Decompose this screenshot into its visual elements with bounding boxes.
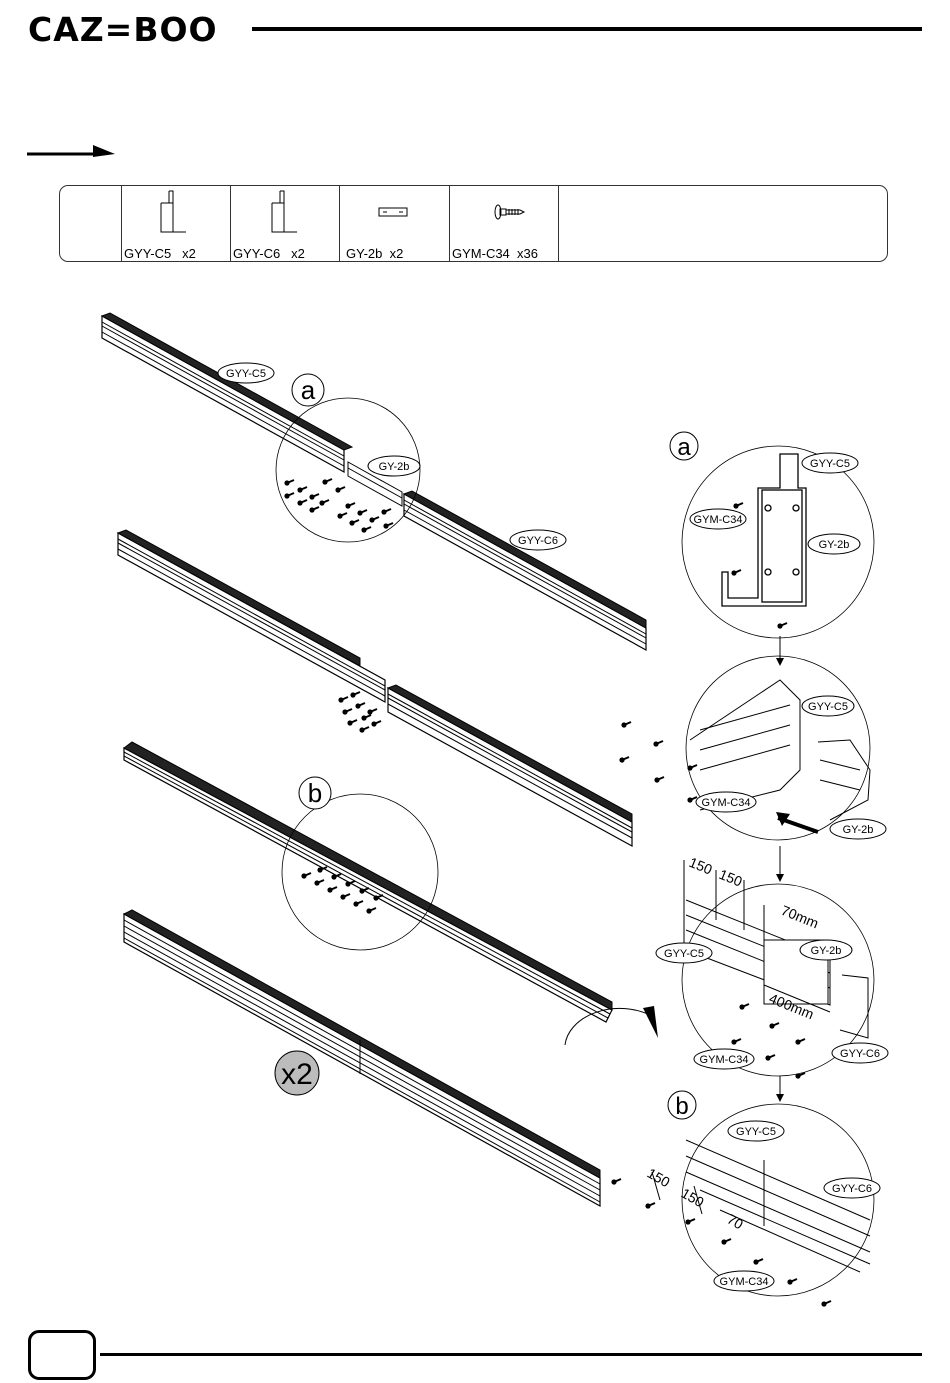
repeat-text: x2 (281, 1058, 313, 1091)
footer-rule (100, 1353, 922, 1356)
part-qty: x2 (390, 246, 404, 261)
assembly-diagram: GYY-C5 GY-2b GYY-C6 a b (0, 290, 950, 1330)
rail-1-right (404, 491, 646, 650)
label-text: GY-2b (811, 945, 842, 957)
part-qty: x2 (291, 246, 305, 261)
label-text: GYY-C5 (808, 701, 848, 713)
flip-arrowhead-icon (643, 1006, 658, 1038)
callout-text: b (675, 1093, 688, 1120)
label-text: GYY-C6 (840, 1048, 880, 1060)
parts-list: GYY-C5 x2 GYY-C6 x2 GY-2b x2 GYM-C34 x36 (59, 185, 888, 262)
bracket-icon (160, 190, 190, 234)
part-cell-gyy-c6: GYY-C6 x2 (230, 186, 340, 261)
part-cell-gyy-c5: GYY-C5 x2 (121, 186, 231, 261)
label-text: GY-2b (379, 461, 410, 473)
screw-group-4 (619, 722, 697, 803)
label-text: GYY-C5 (664, 948, 704, 960)
screw-icon (492, 204, 526, 220)
callout-text: a (301, 375, 316, 405)
dim-70: 70 (725, 1211, 747, 1233)
step-arrow-icon (27, 141, 117, 161)
label-text: GYM-C34 (720, 1276, 769, 1288)
label-text: GYM-C34 (702, 797, 751, 809)
part-cell-gym-c34: GYM-C34 x36 (449, 186, 559, 261)
dim-70mm: 70mm (779, 902, 821, 931)
bracket-icon (271, 190, 301, 234)
part-code: GY-2b (346, 246, 382, 261)
part-cell-divider (558, 186, 560, 261)
dim-150-a: 150 (687, 854, 715, 878)
part-qty: x2 (182, 246, 196, 261)
header-rule (252, 27, 922, 31)
callout-text: b (308, 778, 322, 808)
part-code: GYY-C6 (233, 246, 280, 261)
label-text: GY-2b (843, 824, 874, 836)
dim-150-c: 150 (645, 1165, 673, 1191)
brand-logo: CAZ=BOO (28, 10, 218, 50)
connector-plate-icon (378, 206, 410, 218)
label-text: GYY-C5 (810, 458, 850, 470)
rail-2-right (388, 685, 632, 846)
part-code: GYM-C34 (452, 246, 510, 261)
label-text: GYY-C6 (518, 535, 558, 547)
label-text: GYM-C34 (700, 1054, 749, 1066)
detail-b-profile (652, 1140, 870, 1272)
part-code: GYY-C5 (124, 246, 171, 261)
callout-text: a (677, 434, 691, 461)
label-text: GYY-C5 (736, 1126, 776, 1138)
rail-2-left (118, 530, 385, 702)
dim-150-b: 150 (717, 866, 745, 890)
detail-a-profile (722, 454, 806, 606)
label-text: GYM-C34 (694, 514, 743, 526)
label-text: GYY-C6 (832, 1183, 872, 1195)
screw-group-2 (338, 692, 381, 733)
part-cell-gy-2b: GY-2b x2 (339, 186, 450, 261)
label-text: GY-2b (819, 539, 850, 551)
part-qty: x36 (517, 246, 538, 261)
rail-4 (124, 910, 600, 1206)
label-text: GYY-C5 (226, 368, 266, 380)
page-number-badge (28, 1330, 96, 1380)
